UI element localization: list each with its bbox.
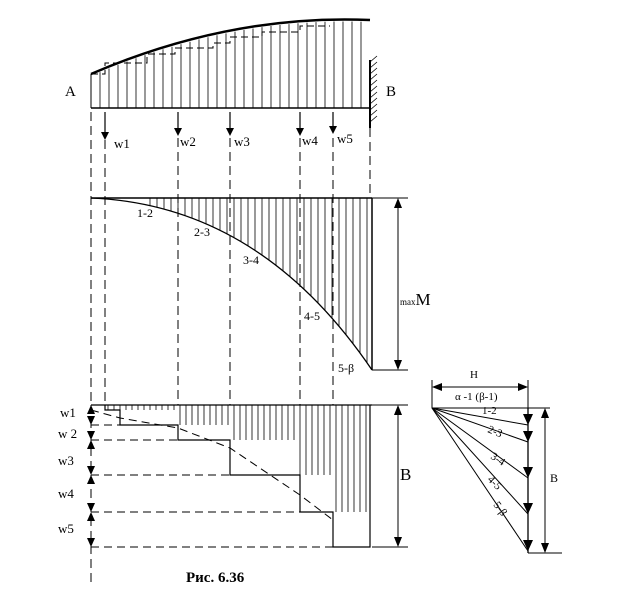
polygon-label-B: B — [550, 471, 558, 485]
shear-label-w3: w3 — [58, 453, 74, 468]
moment-diagram: 1-2 2-3 3-4 4-5 5-β maxM — [90, 197, 431, 375]
shear-label-w4: w4 — [58, 486, 74, 501]
polygon-label-alpha: α -1 (β-1) — [455, 391, 498, 403]
shear-label-B: B — [400, 465, 411, 484]
polygon-arrowheads — [523, 414, 533, 551]
moment-seg-3-4: 3-4 — [243, 253, 259, 267]
polygon-ray-2-3: 2-3 — [486, 424, 505, 441]
load-arrows: w1 w2 w3 w4 w5 — [101, 112, 353, 151]
figure-caption: Рис. 6.36 — [186, 570, 245, 586]
load-steps — [91, 25, 330, 75]
load-label-w5: w5 — [337, 131, 353, 146]
moment-seg-4-5: 4-5 — [304, 309, 320, 323]
label-B: B — [386, 84, 396, 100]
load-label-w4: w4 — [302, 133, 318, 148]
moment-seg-2-3: 2-3 — [194, 225, 210, 239]
load-curve — [90, 18, 371, 76]
shear-hatch — [107, 405, 367, 512]
polygon-ray-1-2: 1-2 — [482, 405, 497, 417]
moment-seg-1-2: 1-2 — [137, 206, 153, 220]
moment-hatch — [149, 198, 368, 363]
shear-diagram: w1 w 2 w3 w4 w5 B — [58, 404, 411, 585]
moment-seg-5-b: 5-β — [338, 361, 354, 375]
projection-lines — [90, 112, 371, 405]
load-hatch — [99, 21, 362, 108]
load-label-w1: w1 — [114, 136, 130, 151]
max-moment-label: maxM — [400, 290, 431, 309]
shear-axis-arrows — [87, 405, 95, 547]
load-label-w3: w3 — [234, 134, 250, 149]
shear-label-w1: w1 — [60, 405, 76, 420]
load-diagram: A B — [65, 18, 396, 128]
polygon-ray-4-5: 4-5 — [485, 474, 504, 493]
moment-curve — [90, 197, 373, 371]
support-hatch — [369, 55, 378, 123]
force-polygon: H α -1 (β-1) 1-2 2-3 3-4 4-5 5-β — [431, 369, 562, 554]
load-label-w2: w2 — [180, 134, 196, 149]
polygon-ray-3-4: 3-4 — [488, 450, 507, 468]
polygon-ray-5-b: 5-β — [491, 499, 510, 518]
label-A: A — [65, 84, 76, 100]
shear-label-w2: w 2 — [58, 426, 77, 441]
polygon-label-H: H — [470, 369, 478, 381]
shear-label-w5: w5 — [58, 521, 74, 536]
